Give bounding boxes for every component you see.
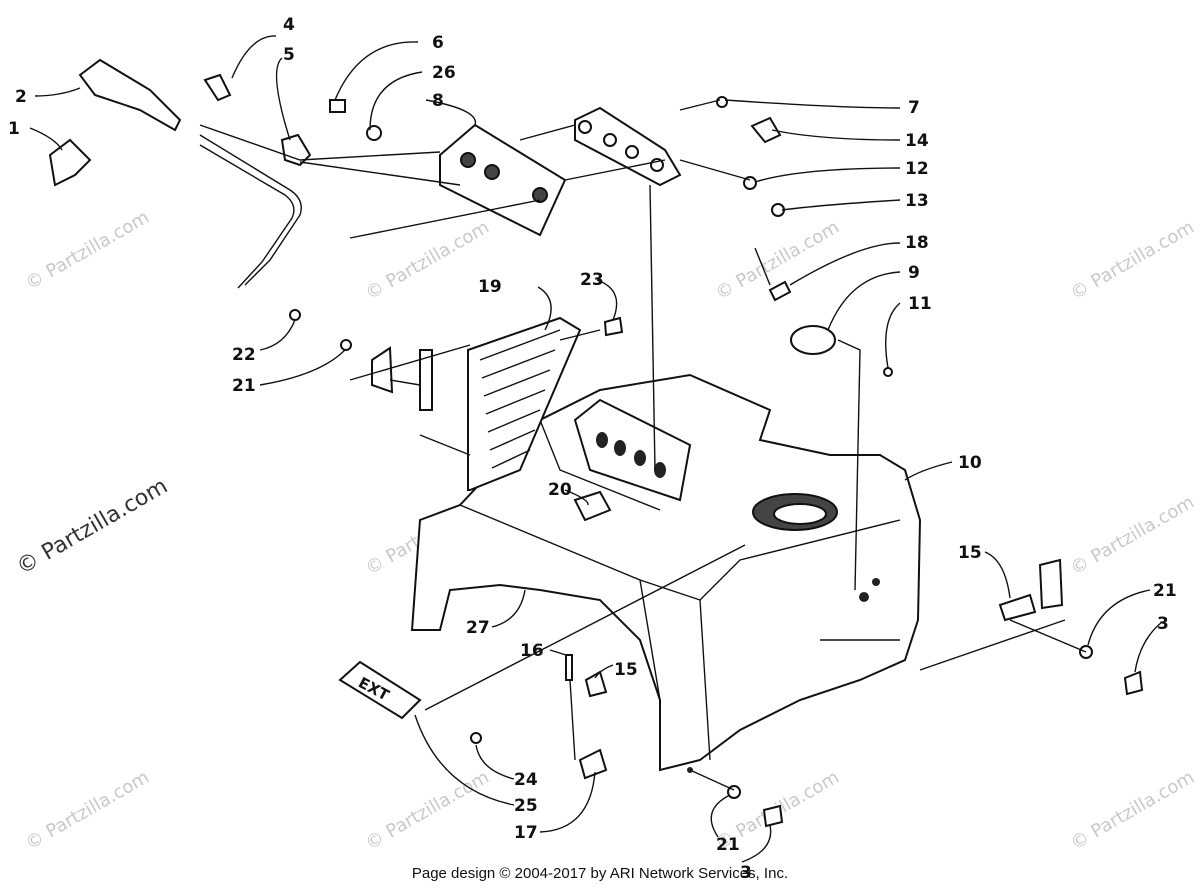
callout-14: 14: [905, 131, 929, 151]
screw-6: [329, 99, 346, 113]
bracket-right: [1038, 558, 1064, 610]
callout-8: 8: [432, 91, 444, 111]
watermark-large: © Partzilla.com: [13, 474, 173, 581]
callout-15: 15: [614, 660, 638, 680]
clip-15-right: [998, 593, 1037, 622]
grommet-9: [790, 325, 836, 355]
hardware: EXT: [203, 73, 1144, 828]
callout-20: 20: [548, 480, 572, 500]
callout-17: 17: [514, 823, 538, 843]
console-shell: [410, 373, 922, 773]
watermark: © Partzilla.com: [1067, 492, 1198, 580]
callout-13: 13: [905, 191, 929, 211]
callout-23: 23: [580, 270, 604, 290]
switch-plate: [439, 123, 567, 237]
clip-17: [578, 748, 608, 780]
callout-22: 22: [232, 345, 256, 365]
screw-3-lower: [762, 804, 784, 828]
callout-27: 27: [466, 618, 490, 638]
callout-11: 11: [908, 294, 932, 314]
callout-10: 10: [958, 453, 982, 473]
leader-lines: [29, 35, 1163, 863]
callout-4: 4: [283, 15, 295, 35]
callout-15: 15: [958, 543, 982, 563]
footer-copyright: Page design © 2004-2017 by ARI Network S…: [412, 865, 788, 882]
clip-23: [603, 316, 624, 337]
side-vent: [467, 316, 582, 491]
callout-21: 21: [716, 835, 740, 855]
clip-15-lower: [584, 670, 608, 698]
bushing-5: [280, 133, 312, 167]
switch-bracket: [574, 106, 682, 187]
watermark: © Partzilla.com: [362, 767, 493, 855]
rivet-16: [565, 654, 573, 681]
callout-3: 3: [1157, 614, 1169, 634]
callout-3: 3: [740, 863, 752, 883]
callout-26: 26: [432, 63, 456, 83]
callout-24: 24: [514, 770, 538, 790]
watermark: © Partzilla.com: [22, 767, 153, 855]
watermark: © Partzilla.com: [362, 217, 493, 305]
nut-7: [716, 96, 728, 108]
callouts: 1 2 3 3 4 5 6 7 8 9 10 11 12 13 14 15 15…: [8, 15, 1177, 883]
callout-21: 21: [232, 376, 256, 396]
screw-3-right: [1123, 670, 1144, 696]
callout-21: 21: [1153, 581, 1177, 601]
switch-14: [750, 116, 782, 144]
watermark: © Partzilla.com: [22, 207, 153, 295]
nut-24: [470, 732, 482, 744]
callout-1: 1: [8, 119, 20, 139]
callout-25: 25: [514, 796, 538, 816]
callout-18: 18: [905, 233, 929, 253]
callout-5: 5: [283, 45, 295, 65]
rivet-18: [768, 280, 792, 302]
washer-26: [366, 125, 382, 141]
callout-19: 19: [478, 277, 502, 297]
callout-6: 6: [432, 33, 444, 53]
callout-16: 16: [520, 641, 544, 661]
ext-badge: [338, 660, 422, 720]
strip: [419, 349, 433, 411]
nut-11: [883, 367, 893, 377]
throttle-cable: [48, 58, 302, 289]
knob-4: [203, 73, 232, 102]
washer-12: [743, 176, 757, 190]
callout-9: 9: [908, 263, 920, 283]
callout-2: 2: [15, 87, 27, 107]
callout-12: 12: [905, 159, 929, 179]
callout-7: 7: [908, 98, 920, 118]
washer-21: [340, 339, 352, 351]
watermark: © Partzilla.com: [1067, 217, 1198, 305]
watermark: © Partzilla.com: [1067, 767, 1198, 855]
screw-22: [289, 309, 301, 321]
